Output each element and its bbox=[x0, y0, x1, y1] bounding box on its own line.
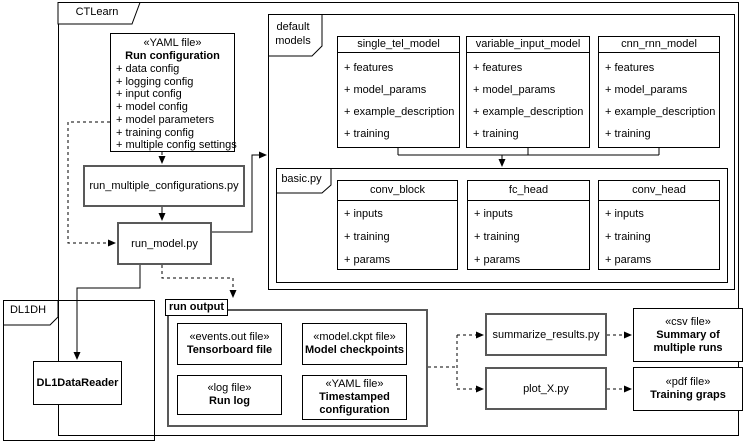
class-attribute: + training config bbox=[116, 126, 194, 139]
script-run-model: run_model.py bbox=[117, 222, 212, 265]
class-attribute: + model_params bbox=[605, 84, 688, 96]
class-cnn-rnn-model: cnn_rnn_model + features + model_params … bbox=[598, 36, 720, 148]
class-title: fc_head bbox=[468, 181, 589, 201]
class-attribute: + features bbox=[473, 62, 523, 74]
file-stereotype: «pdf file» bbox=[665, 376, 711, 388]
script-run-multiple-configurations: run_multiple_configurations.py bbox=[83, 165, 245, 207]
class-variable-input-model: variable_input_model + features + model_… bbox=[466, 36, 590, 148]
class-title: conv_block bbox=[338, 181, 457, 201]
file-name: Training graps bbox=[650, 389, 726, 401]
file-stereotype: «YAML file» bbox=[325, 378, 384, 390]
script-summarize-results: summarize_results.py bbox=[485, 313, 607, 356]
class-attribute: + data config bbox=[116, 63, 180, 75]
class-stereotype: «YAML file» bbox=[143, 37, 202, 49]
file-tensorboard: «events.out file» Tensorboard file bbox=[177, 323, 282, 365]
class-single-tel-model: single_tel_model + features + model_para… bbox=[337, 36, 460, 148]
class-attribute: + example_description bbox=[344, 106, 455, 118]
script-name: run_multiple_configurations.py bbox=[89, 180, 239, 192]
class-attribute: + features bbox=[605, 62, 655, 74]
file-name: Run log bbox=[209, 395, 250, 407]
class-attribute: + training bbox=[605, 128, 651, 140]
class-attribute: + params bbox=[474, 254, 521, 266]
file-name: Timestamped configuration bbox=[319, 391, 390, 416]
class-title: variable_input_model bbox=[467, 37, 589, 53]
class-attribute: + params bbox=[344, 254, 391, 266]
file-name: Model checkpoints bbox=[304, 344, 405, 356]
file-stereotype: «events.out file» bbox=[189, 331, 270, 343]
class-attribute: + inputs bbox=[605, 208, 644, 220]
class-attribute: + inputs bbox=[474, 208, 513, 220]
class-title: conv_head bbox=[599, 181, 719, 201]
class-title: cnn_rnn_model bbox=[599, 37, 719, 53]
file-name: Tensorboard file bbox=[186, 344, 273, 356]
package-label-run-output: run output bbox=[165, 299, 228, 316]
package-label-dl1dh: DL1DH bbox=[9, 304, 47, 316]
class-attribute: + model_params bbox=[344, 84, 427, 96]
class-attribute: + training bbox=[474, 231, 520, 243]
package-basic-py bbox=[276, 168, 728, 283]
file-model-checkpoints: «model.ckpt file» Model checkpoints bbox=[302, 323, 407, 365]
class-attribute: + example_description bbox=[605, 106, 716, 118]
script-name: plot_X.py bbox=[523, 382, 569, 395]
package-label-default-models: default models bbox=[268, 20, 318, 48]
box-dl1datareader: DL1DataReader bbox=[33, 361, 122, 405]
class-attribute: + inputs bbox=[344, 208, 383, 220]
class-attribute: + training bbox=[344, 128, 390, 140]
class-attribute: + example_description bbox=[473, 106, 584, 118]
class-title: Run configuration bbox=[125, 50, 220, 62]
file-run-log: «log file» Run log bbox=[177, 375, 282, 415]
class-title: single_tel_model bbox=[338, 37, 459, 53]
file-csv-summary: «csv file» Summary of multiple runs bbox=[633, 308, 743, 362]
package-label-line: default bbox=[276, 21, 310, 33]
file-pdf-training-graphs: «pdf file» Training graps bbox=[633, 367, 743, 411]
class-attribute: + logging config bbox=[116, 75, 194, 88]
script-name: summarize_results.py bbox=[492, 328, 600, 341]
file-timestamped-configuration: «YAML file» Timestamped configuration bbox=[302, 375, 407, 420]
class-attribute: + model_params bbox=[473, 84, 556, 96]
class-attribute: + training bbox=[344, 231, 390, 243]
class-conv-block: conv_block + inputs + training + params bbox=[337, 180, 458, 270]
class-title: DL1DataReader bbox=[36, 377, 119, 389]
file-stereotype: «csv file» bbox=[665, 315, 711, 328]
file-name: Summary of multiple runs bbox=[653, 328, 723, 354]
class-attribute: + params bbox=[605, 254, 652, 266]
package-label-ctlearn: CTLearn bbox=[75, 6, 119, 18]
class-attribute: + model parameters bbox=[116, 113, 215, 126]
package-default-models bbox=[268, 14, 735, 290]
class-attribute: + input config bbox=[116, 88, 182, 101]
class-attribute: + multiple config settings bbox=[116, 139, 237, 152]
script-plot-x: plot_X.py bbox=[485, 367, 607, 410]
class-attribute: + model config bbox=[116, 101, 188, 114]
package-ctlearn bbox=[58, 2, 739, 436]
package-label-basic-py: basic.py bbox=[281, 173, 322, 185]
file-stereotype: «log file» bbox=[207, 382, 252, 394]
file-stereotype: «model.ckpt file» bbox=[313, 331, 396, 343]
class-conv-head: conv_head + inputs + training + params bbox=[598, 180, 720, 270]
package-label-line: models bbox=[275, 35, 311, 47]
class-attribute: + training bbox=[473, 128, 519, 140]
class-attribute: + training bbox=[605, 231, 651, 243]
class-attribute: + features bbox=[344, 62, 394, 74]
script-name: run_model.py bbox=[131, 237, 198, 250]
class-fc-head: fc_head + inputs + training + params bbox=[467, 180, 590, 270]
class-run-configuration: «YAML file» Run configuration + data con… bbox=[110, 33, 237, 152]
